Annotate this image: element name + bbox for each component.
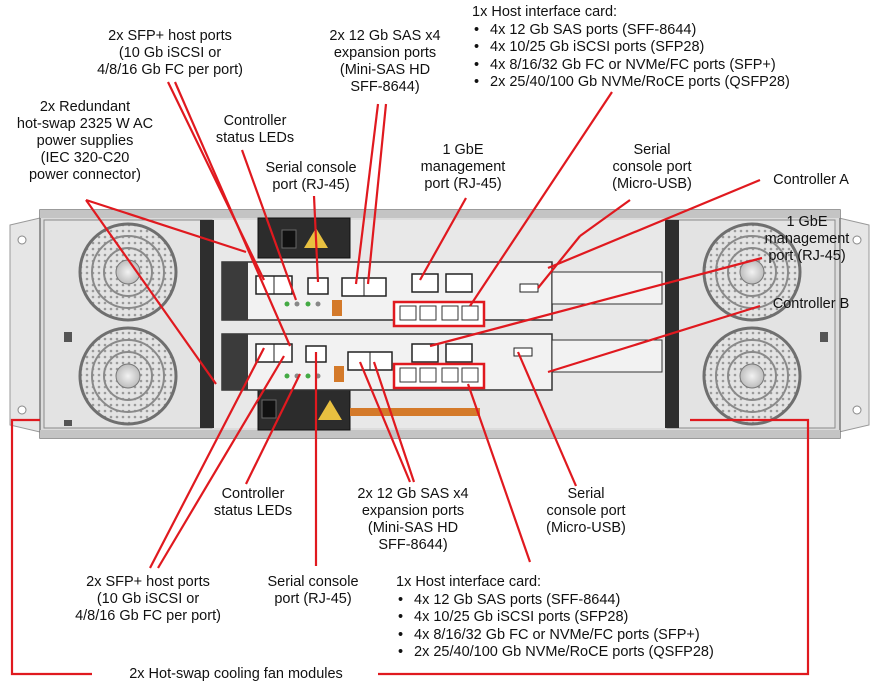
label-cooling-fans: 2x Hot-swap cooling fan modules [129, 666, 343, 682]
power-supply-bottom [257, 389, 480, 431]
hic-item: 2x 25/40/100 Gb NVMe/RoCE ports (QSFP28) [474, 74, 790, 92]
led-icon [284, 301, 321, 307]
label-controller-b: Controller B [772, 296, 850, 312]
callout-lines [10, 81, 810, 676]
label-controller-a: Controller A [773, 172, 849, 188]
hic-title-top: 1x Host interface card: [472, 4, 618, 20]
fan-icon [78, 326, 178, 426]
fan-module-left [43, 219, 214, 429]
rack-ear-left [9, 217, 41, 433]
host-interface-card-list-bottom: 1x Host interface card: 4x 12 Gb SAS por… [396, 574, 714, 662]
controller-a [221, 261, 663, 328]
hic-item: 4x 10/25 Gb iSCSI ports (SFP28) [474, 39, 790, 57]
controller-b [221, 333, 663, 391]
fan-module-right [665, 219, 836, 429]
power-supply-top [257, 217, 351, 259]
hic-title-bottom: 1x Host interface card: [396, 574, 542, 590]
hic-item: 2x 25/40/100 Gb NVMe/RoCE ports (QSFP28) [398, 644, 714, 662]
host-interface-card-a [392, 300, 486, 328]
hic-item: 4x 12 Gb SAS ports (SFF-8644) [398, 592, 714, 610]
hic-item: 4x 8/16/32 Gb FC or NVMe/FC ports (SFP+) [398, 627, 714, 645]
hic-item: 4x 12 Gb SAS ports (SFF-8644) [474, 22, 790, 40]
fan-icon [78, 222, 178, 322]
host-interface-card-b [392, 362, 486, 390]
fan-icon [702, 222, 802, 322]
rack-ear-right [838, 217, 870, 433]
host-interface-card-list-top: 1x Host interface card: 4x 12 Gb SAS por… [472, 4, 790, 92]
fan-icon [702, 326, 802, 426]
hic-item: 4x 8/16/32 Gb FC or NVMe/FC ports (SFP+) [474, 57, 790, 75]
hic-item: 4x 10/25 Gb iSCSI ports (SFP28) [398, 609, 714, 627]
